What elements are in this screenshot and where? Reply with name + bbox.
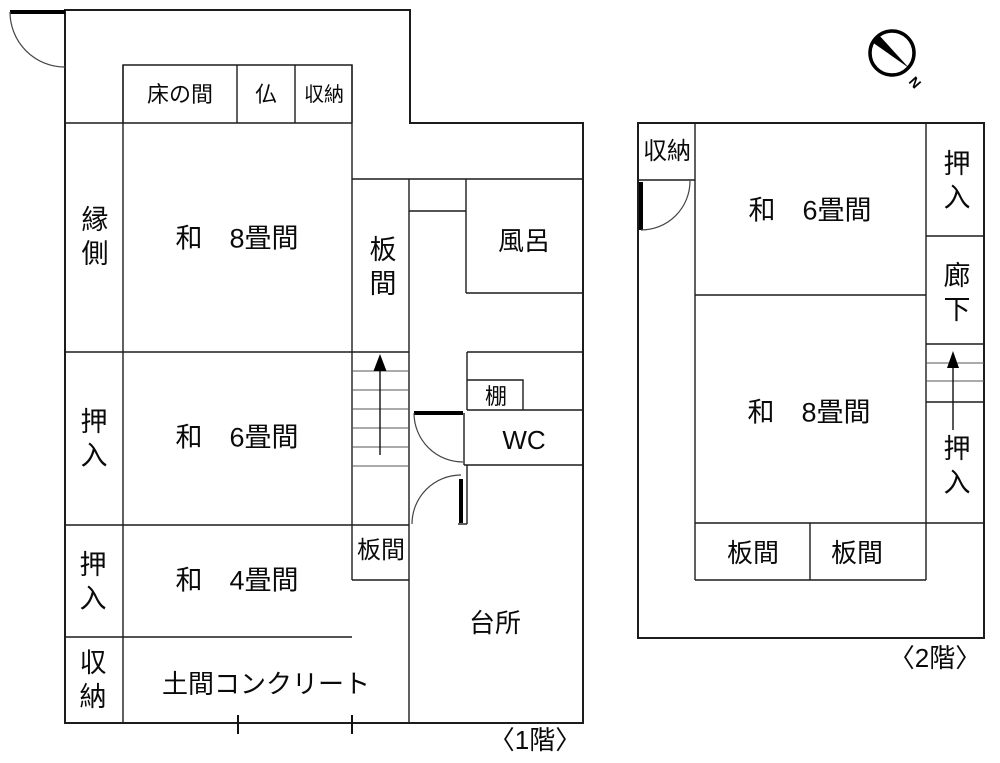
room-label-shelf: 棚: [484, 384, 508, 409]
room-label-storage-bottom: 収納: [75, 648, 106, 716]
plan-1f-outline: [64, 9, 584, 724]
stairs-up-arrow-2f-icon: [947, 351, 959, 430]
room-label-oshiire-low: 押入: [75, 550, 106, 618]
room-label-bath: 風呂: [497, 226, 551, 256]
room-label-corridor-2f: 廊下: [939, 261, 970, 329]
stairs-up-arrow-1f-icon: [373, 354, 387, 455]
room-label-washitsu8-1f: 和 8畳間: [175, 223, 299, 254]
room-label-washitsu8-2f: 和 8畳間: [747, 397, 871, 428]
compass-north-icon: N: [868, 29, 925, 92]
room-label-oshiire-2f-bottom: 押入: [939, 434, 970, 502]
room-label-engawa: 縁側: [77, 205, 108, 273]
plan-2f-interior-walls: [638, 123, 984, 581]
plan-1f-interior-walls: [65, 65, 583, 723]
room-label-kitchen: 台所: [468, 608, 522, 638]
room-label-washitsu4: 和 4畳間: [175, 565, 299, 596]
room-label-itanoma-small: 板間: [357, 537, 405, 564]
compass-north-label: N: [906, 73, 925, 91]
room-label-doma: 土間コンクリート: [161, 669, 371, 699]
room-label-washitsu6-1f: 和 6畳間: [175, 422, 299, 453]
room-label-butsudan: 仏: [254, 82, 278, 107]
caption-floor2: 〈2階〉: [888, 643, 982, 673]
door-swing-closet-2f-icon: [639, 180, 691, 231]
room-label-washitsu6-2f: 和 6畳間: [748, 195, 872, 226]
room-label-storage-top: 収納: [304, 84, 344, 106]
door-swing-kitchen-icon: [411, 474, 463, 525]
room-label-itanoma-2f-right: 板間: [830, 538, 884, 568]
room-label-tokonoma: 床の間: [146, 82, 214, 107]
door-swing-wc-icon: [413, 411, 464, 463]
room-label-storage-2f: 収納: [643, 138, 691, 165]
plan-1f: [9, 9, 584, 734]
room-label-itanoma-2f-left: 板間: [726, 538, 780, 568]
room-label-itanoma-tall: 板間: [365, 235, 396, 303]
room-label-oshiire-mid: 押入: [76, 407, 107, 475]
room-label-wc: WC: [502, 425, 546, 455]
entrance-opening-ticks: [237, 715, 353, 734]
caption-floor1: 〈1階〉: [488, 725, 582, 755]
room-label-oshiire-2f-top: 押入: [939, 149, 970, 217]
door-swing-engawa-icon: [9, 10, 66, 68]
plan-2f: [637, 122, 985, 639]
